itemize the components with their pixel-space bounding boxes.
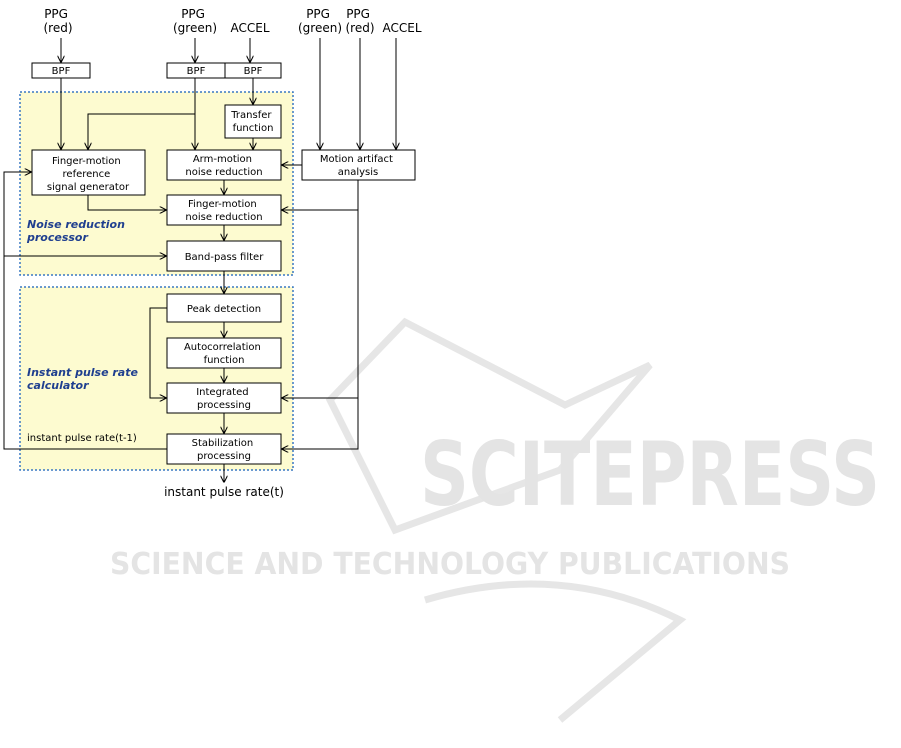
input-ppg-green-left: PPG (green) <box>173 7 217 35</box>
watermark-brand: SCITEPRESS <box>420 423 880 526</box>
finger-motion-nr-box <box>166 194 282 226</box>
feedback-signal-label: instant pulse rate(t-1) <box>27 433 137 444</box>
autocorrelation-label: Autocorrelation function <box>184 342 264 366</box>
input-ppg-green-right: PPG (green) <box>298 7 342 35</box>
finger-motion-nr-label: Finger-motion noise reduction <box>185 199 262 223</box>
stabilization-processing-box <box>166 433 282 465</box>
output-signal-label: instant pulse rate(t) <box>164 485 284 499</box>
stabilization-processing-label: Stabilization processing <box>192 438 257 462</box>
input-accel-left: ACCEL <box>230 21 269 35</box>
noise-reduction-title: Noise reduction processor <box>26 218 129 244</box>
band-pass-filter-box <box>166 240 282 272</box>
peak-detection-box <box>166 293 282 323</box>
connections <box>3 38 396 482</box>
autocorrelation-box <box>166 337 282 369</box>
transfer-function-label: Transfer function <box>230 110 274 134</box>
watermark-tagline: SCIENCE AND TECHNOLOGY PUBLICATIONS <box>110 547 790 582</box>
publisher-watermark: SCITEPRESS SCIENCE AND TECHNOLOGY PUBLIC… <box>110 317 880 723</box>
transfer-function-box <box>224 104 282 139</box>
finger-ref-generator-box <box>31 149 146 196</box>
integrated-processing-box <box>166 382 282 414</box>
peak-detection-label: Peak detection <box>187 304 261 315</box>
input-ppg-red-left: PPG (red) <box>43 7 72 35</box>
input-accel-right: ACCEL <box>382 21 421 35</box>
watermark-logo-shape <box>325 317 653 535</box>
arrow-analysis-to-stabilization <box>282 398 359 449</box>
band-pass-filter-label: Band-pass filter <box>185 252 265 263</box>
bpf-label-2: BPF <box>187 66 206 77</box>
bpf-label-3: BPF <box>244 66 263 77</box>
bpf-label-1: BPF <box>52 66 71 77</box>
arrow-peak-to-integrated <box>149 307 167 398</box>
pulse-rate-calculator-title: Instant pulse rate calculator <box>27 366 142 392</box>
arrow-finger-ref-to-finger-nr <box>87 195 166 210</box>
integrated-processing-label: Integrated processing <box>196 387 252 411</box>
arrow-green-to-finger-ref <box>88 113 195 149</box>
finger-ref-generator-label: Finger-motion reference signal generator <box>47 156 130 193</box>
feedback-loop-line <box>3 172 167 450</box>
input-ppg-red-right: PPG (red) <box>345 7 374 35</box>
arm-motion-nr-box <box>166 149 282 181</box>
watermark-logo-swoosh <box>424 580 687 723</box>
motion-artifact-analysis-label: Motion artifact analysis <box>320 154 396 178</box>
arm-motion-nr-label: Arm-motion noise reduction <box>185 154 262 178</box>
